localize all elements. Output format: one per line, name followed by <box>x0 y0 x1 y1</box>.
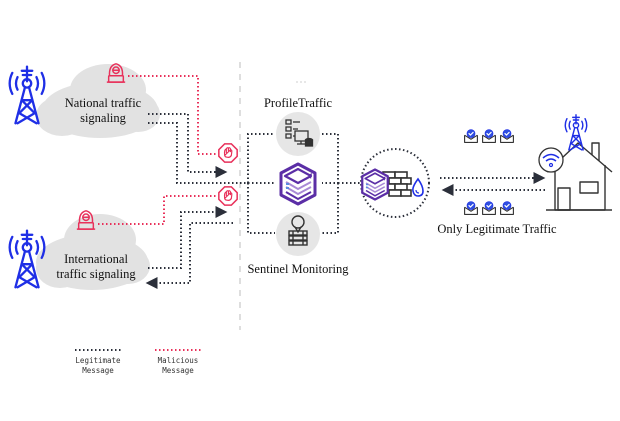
legend-malicious-label: Malicious Message <box>148 356 208 376</box>
wifi-icon <box>538 147 564 173</box>
malicious-path <box>98 75 218 225</box>
sentinel-monitoring-bg <box>276 212 320 256</box>
sentinel-monitoring-icon <box>288 215 308 246</box>
label-line: National traffic <box>64 96 142 110</box>
legitimate-path <box>145 113 275 289</box>
verified-mail-icon <box>500 201 515 215</box>
stop-hand-icon <box>218 186 238 206</box>
profile-traffic-label: ProfileTraffic <box>263 96 333 110</box>
legitimate-mail-bottom <box>464 201 515 215</box>
label-line: International <box>64 252 128 266</box>
verified-mail-icon <box>482 129 496 143</box>
legitimate-mail-top <box>464 129 515 143</box>
legend-legitimate-label: Legitimate Message <box>68 356 128 376</box>
label-line: traffic signaling <box>56 267 136 281</box>
label-line: signaling <box>80 111 126 125</box>
verified-mail-icon <box>464 129 478 143</box>
cloud-national <box>36 64 160 138</box>
stop-hand-icon <box>218 143 238 163</box>
firewall-core-icon <box>361 168 389 201</box>
source-international-label: International traffic signaling <box>46 252 146 282</box>
legend-line: Message <box>162 366 194 375</box>
cloud-international <box>36 214 150 290</box>
firewall-icon <box>382 171 424 197</box>
legend-line: Malicious <box>157 356 199 365</box>
profile-traffic-icon <box>285 119 314 147</box>
verified-mail-icon <box>464 201 478 215</box>
verified-mail-icon <box>482 201 496 215</box>
legend-line: Legitimate <box>75 356 121 365</box>
firewall-boundary <box>360 148 430 218</box>
legitimate-path <box>322 133 546 234</box>
sentinel-monitoring-label: Sentinel Monitoring <box>247 262 349 276</box>
verified-mail-icon <box>500 129 515 143</box>
source-national-label: National traffic signaling <box>53 96 153 126</box>
firewall-core-icon <box>279 162 317 206</box>
destination-label: Only Legitimate Traffic <box>437 222 557 236</box>
legend-line: Message <box>82 366 114 375</box>
